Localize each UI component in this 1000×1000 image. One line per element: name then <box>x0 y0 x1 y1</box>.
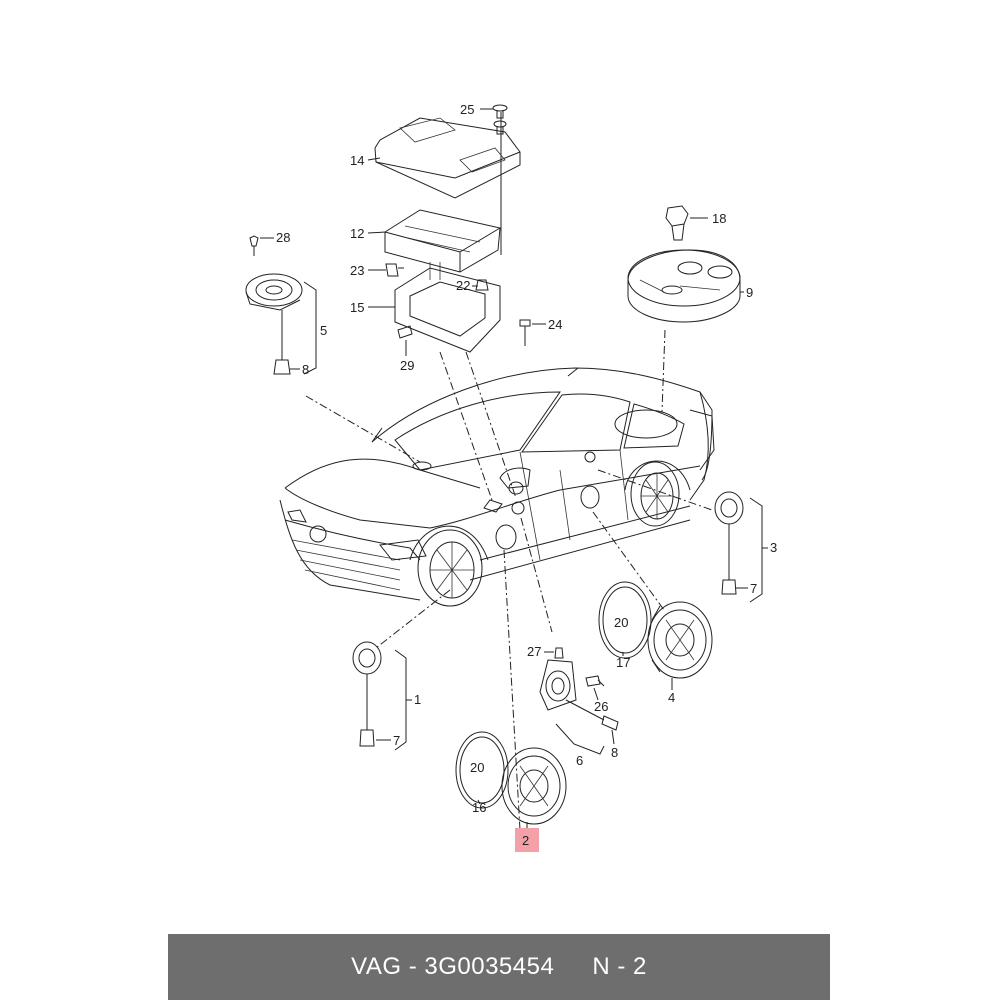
callout-4: 4 <box>668 690 675 705</box>
callout-20-right: 20 <box>614 615 628 630</box>
speaker-assembly-5 <box>245 235 317 375</box>
amplifier-12 <box>384 209 501 273</box>
fasteners-top <box>385 104 531 346</box>
callout-7-right: 7 <box>750 581 757 596</box>
callout-2: 2 <box>522 833 529 848</box>
part-number-bar: VAG - 3G0035454 N - 2 <box>168 934 830 1000</box>
part-number: VAG - 3G0035454 <box>351 953 555 980</box>
speaker-assembly-6 <box>539 647 619 755</box>
car-body <box>279 367 715 607</box>
callout-15: 15 <box>350 300 364 315</box>
callout-6: 6 <box>576 753 583 768</box>
callout-12: 12 <box>350 226 364 241</box>
callout-18: 18 <box>712 211 726 226</box>
callout-8-bottom: 8 <box>611 745 618 760</box>
callout-1: 1 <box>414 692 421 707</box>
amplifier-cover-14 <box>374 117 521 199</box>
callout-20-left: 20 <box>470 760 484 775</box>
callout-5: 5 <box>320 323 327 338</box>
callout-7-left: 7 <box>393 733 400 748</box>
callout-8-top: 8 <box>302 362 309 377</box>
subwoofer-9 <box>627 249 741 323</box>
callout-25: 25 <box>460 102 474 117</box>
callout-29: 29 <box>400 358 414 373</box>
callout-16: 16 <box>472 800 486 815</box>
bracket-15 <box>394 262 501 353</box>
callout-9: 9 <box>746 285 753 300</box>
audio-parts-diagram: 25 14 12 23 22 15 24 29 28 5 8 18 9 3 7 … <box>245 102 777 852</box>
callout-26: 26 <box>594 699 608 714</box>
connector-18 <box>665 205 689 241</box>
speaker-2 <box>455 731 567 825</box>
callout-17: 17 <box>616 655 630 670</box>
highlight-callout-box <box>515 828 539 852</box>
callout-22: 22 <box>456 278 470 293</box>
leader-lines <box>305 112 713 831</box>
callout-28: 28 <box>276 230 290 245</box>
callout-labels: 25 14 12 23 22 15 24 29 28 5 8 18 9 3 7 … <box>260 102 777 852</box>
callout-27: 27 <box>527 644 541 659</box>
speaker-assembly-3 <box>714 491 763 603</box>
speaker-4 <box>598 581 713 679</box>
callout-23: 23 <box>350 263 364 278</box>
position-number: N - 2 <box>592 953 647 980</box>
callout-14: 14 <box>350 153 364 168</box>
callout-24: 24 <box>548 317 562 332</box>
callout-3: 3 <box>770 540 777 555</box>
